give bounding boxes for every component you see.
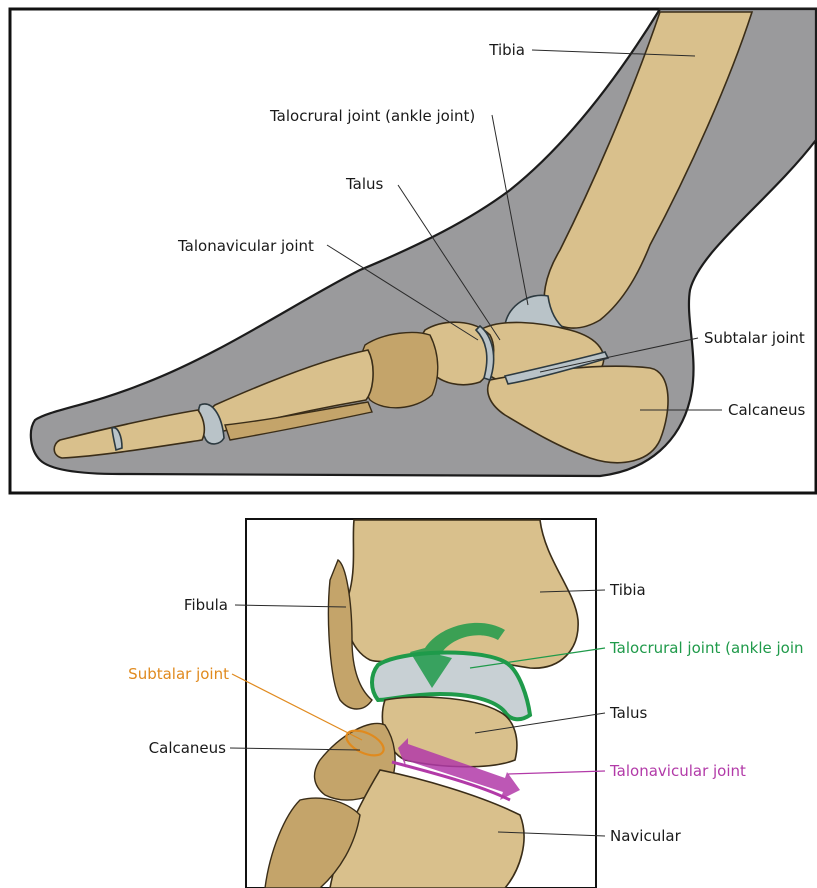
label-talus-bottom: Talus [609, 704, 648, 722]
label-subtalar-bottom: Subtalar joint [128, 665, 229, 683]
tibia-bone-front [346, 520, 578, 668]
label-fibula-bottom: Fibula [184, 596, 228, 614]
label-talonavicular-bottom: Talonavicular joint [609, 762, 746, 780]
label-calcaneus-top: Calcaneus [728, 401, 806, 419]
label-talocrural-bottom: Talocrural joint (ankle join [609, 639, 804, 657]
label-subtalar-top: Subtalar joint [704, 329, 805, 347]
label-calcaneus-bottom: Calcaneus [149, 739, 227, 757]
label-navicular-bottom: Navicular [610, 827, 682, 845]
top-panel: Tibia Talocrural joint (ankle joint) Tal… [10, 9, 816, 493]
label-tibia-bottom: Tibia [609, 581, 646, 599]
label-talus-top: Talus [345, 175, 384, 193]
label-tibia-top: Tibia [488, 41, 525, 59]
label-talonavicular-top: Talonavicular joint [177, 237, 314, 255]
label-talocrural-top: Talocrural joint (ankle joint) [269, 107, 475, 125]
bottom-panel: Fibula Tibia Talocrural joint (ankle joi… [128, 519, 803, 888]
